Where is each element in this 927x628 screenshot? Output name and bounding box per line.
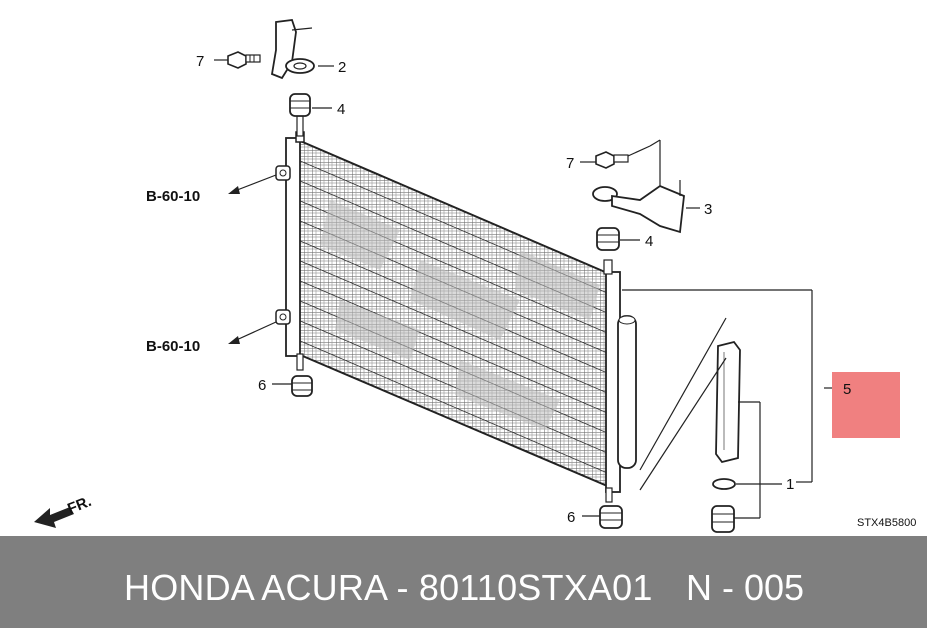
receiver-dryer-tank [617, 315, 637, 469]
front-arrow-icon: FR. [34, 493, 94, 528]
part-code: N - 005 [686, 567, 805, 608]
callout-6: 6 [567, 509, 575, 526]
parts-diagram: 7 2 4 7 3 4 5 6 1 6 B-60-10 B-60-10 FR. … [34, 19, 916, 533]
callout-4: 4 [337, 101, 345, 118]
ref-label-b-60-10: B-60-10 [146, 188, 200, 205]
callout-5: 5 [843, 381, 851, 398]
o-ring [712, 478, 736, 490]
ref-arrow-bottom [228, 321, 277, 344]
bolt-top-right [595, 139, 661, 169]
cushion-upper-left [289, 93, 311, 117]
condenser-core [297, 138, 613, 490]
callout-3: 3 [704, 201, 712, 218]
cushion-upper-right [596, 227, 620, 251]
top-left-bracket [270, 19, 315, 80]
callout-7: 7 [566, 155, 574, 172]
condenser-exploded-view: 7 2 4 7 3 4 5 6 1 6 B-60-10 B-60-10 FR. … [34, 19, 916, 533]
cushion-lower-left [291, 375, 313, 397]
diagram-code: STX4B5800 [857, 517, 916, 529]
ref-label-b-60-10: B-60-10 [146, 338, 200, 355]
callout-2: 2 [338, 59, 346, 76]
callout-6: 6 [258, 377, 266, 394]
callout-1: 1 [786, 476, 794, 493]
callout-4: 4 [645, 233, 653, 250]
filter-plug [711, 505, 735, 533]
left-header-tank [275, 115, 305, 371]
desiccant-bag [715, 340, 741, 464]
front-label: FR. [65, 493, 94, 518]
cushion-lower-right [599, 505, 623, 529]
explosion-lines [214, 59, 838, 519]
footer-bar [0, 536, 927, 628]
top-right-bracket [592, 140, 685, 234]
bolt-top-left [227, 51, 261, 69]
callout-7: 7 [196, 53, 204, 70]
part-title: HONDA ACURA - 80110STXA01 [124, 567, 653, 608]
ref-arrow-top [228, 174, 277, 194]
highlight-box [832, 372, 900, 438]
